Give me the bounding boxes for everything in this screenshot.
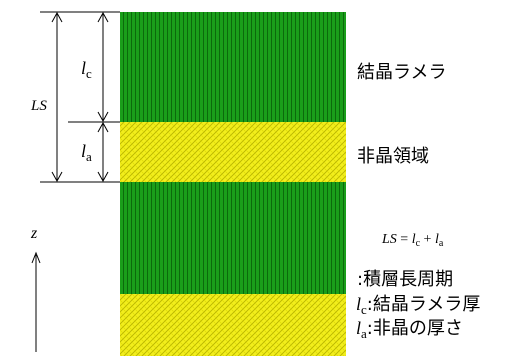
z-axis — [31, 251, 41, 352]
z-axis-label: z — [30, 225, 38, 242]
legend-la: la:非晶の厚さ — [356, 318, 463, 341]
period-formula: LS = lc + la — [381, 232, 444, 249]
legend-lc: lc:結晶ラメラ厚 — [356, 294, 480, 317]
amorphous-region-label: 非晶領域 — [357, 146, 429, 167]
amorphous-region-bottom — [120, 294, 346, 356]
la-label: la — [81, 141, 92, 164]
crystal-lamella-bottom — [120, 182, 346, 294]
legend-ls: :積層長周期 — [357, 269, 453, 290]
ls-label: LS — [30, 98, 47, 114]
lc-label: lc — [81, 58, 92, 81]
ls-dimension — [40, 11, 120, 183]
crystal-lamella-top — [120, 12, 346, 122]
lc-dimension — [68, 11, 120, 123]
la-dimension — [97, 121, 109, 183]
amorphous-region-top — [120, 122, 346, 182]
crystal-lamella-label: 結晶ラメラ — [357, 62, 446, 83]
